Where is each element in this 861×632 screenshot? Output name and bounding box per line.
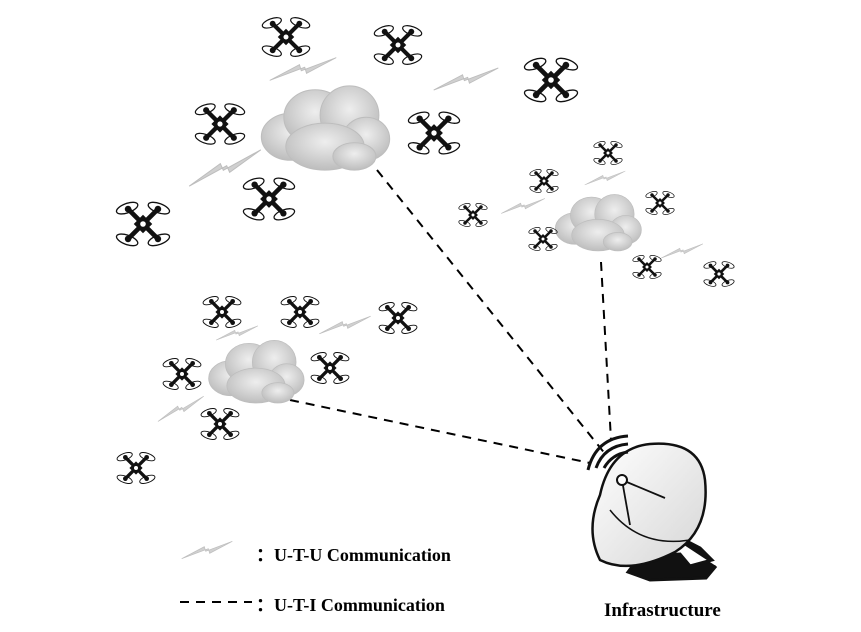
satellite-dish-icon (586, 434, 718, 582)
lightning-bolt-icon (433, 67, 499, 91)
legend-utu-label: ：U-T-U Communication (256, 545, 451, 565)
drone-icon (200, 292, 244, 332)
drone-icon (458, 202, 488, 228)
drone-icon (376, 298, 420, 338)
drone-icon (703, 260, 735, 288)
drone-icon (523, 56, 579, 104)
drone-icon (160, 354, 204, 394)
drone-icon (632, 254, 662, 280)
infrastructure-label: Infrastructure (604, 600, 721, 621)
uti-link-right-cluster (600, 261, 612, 441)
lightning-bolt-icon (215, 325, 259, 341)
lightning-bolt-icon (584, 170, 626, 186)
drone-icon (242, 176, 296, 222)
drone-icon (526, 224, 560, 254)
uti-links (289, 169, 612, 464)
lightning-bolt-icon (154, 395, 208, 423)
legend (180, 540, 252, 603)
legend-utu-bolt-icon (181, 540, 233, 560)
lightning-bolt-icon (269, 57, 337, 81)
lightning-bolt-icon (660, 243, 704, 259)
drone-icon (198, 404, 242, 444)
drone-icon (278, 292, 322, 332)
lightning-bolt-icon (318, 315, 372, 335)
drone-icon (114, 448, 158, 488)
drone-icon (194, 102, 246, 147)
uti-link-top-cluster (376, 169, 607, 456)
drone-icon (373, 23, 423, 66)
drone-icon (308, 348, 352, 388)
drone-icon (261, 15, 311, 58)
lightning-bolt-icon (500, 198, 546, 214)
drone-icon (527, 166, 561, 196)
drone-icon (115, 200, 171, 248)
cloud-icon (208, 340, 305, 404)
lightning-bolt-icon (184, 148, 266, 188)
cloud-icon (554, 193, 642, 252)
cloud-icon (260, 85, 391, 171)
drone-icon (407, 110, 461, 156)
legend-uti-label: ：U-T-I Communication (256, 595, 445, 615)
drone-icon (643, 188, 677, 218)
uti-link-left-cluster (289, 399, 591, 464)
drone-icon (591, 138, 625, 168)
